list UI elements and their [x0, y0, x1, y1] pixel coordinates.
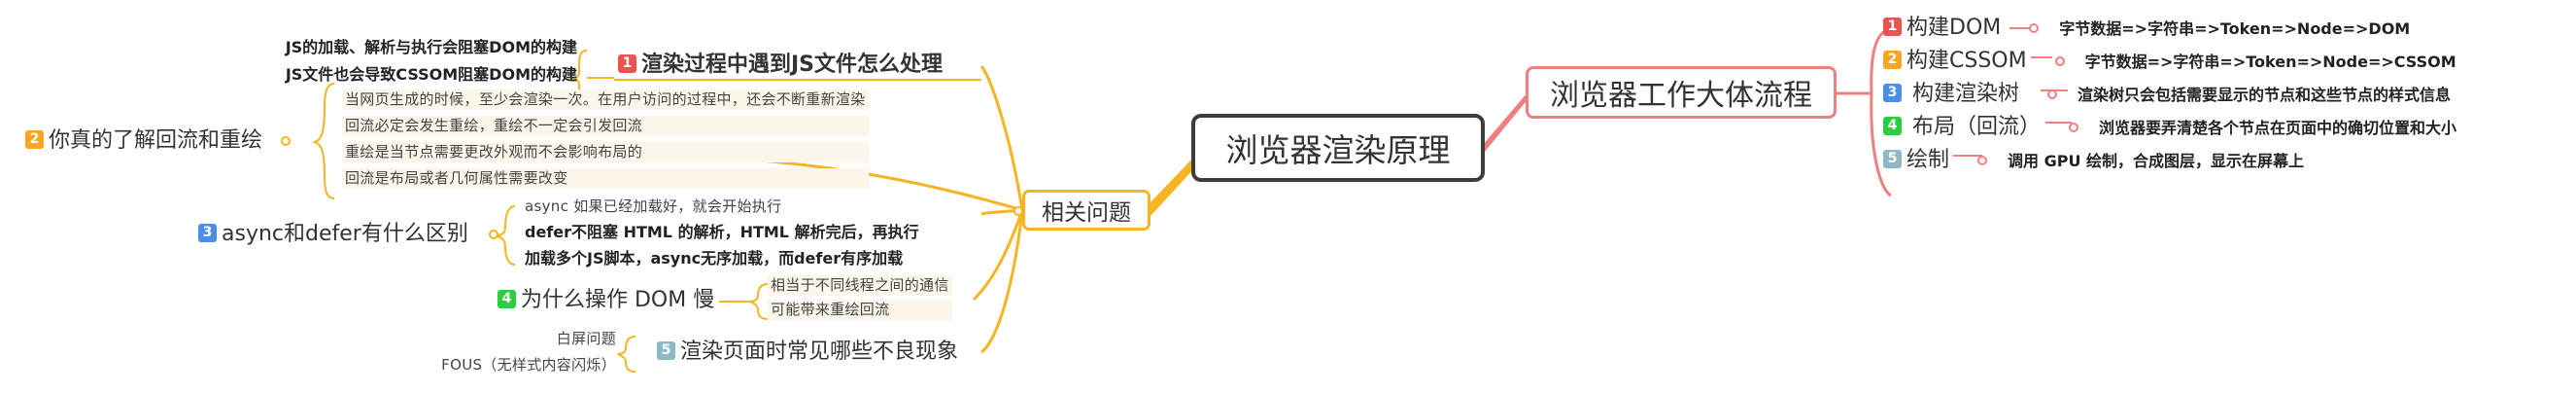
flow-step-label: 绘制 [1906, 148, 1950, 172]
q2-notes: 当网页生成的时候，至少会渲染一次。在用户访问的过程中，还会不断重新渲染 回流必定… [342, 89, 869, 189]
flow-step-desc: 调用 GPU 绘制，合成图层，显示在屏幕上 [2008, 152, 2305, 170]
link-knot-icon [488, 230, 498, 239]
q1-note: JS的加载、解析与执行会阻塞DOM的构建 [285, 38, 577, 56]
flow-step-desc: 渲染树只会包括需要显示的节点和这些节点的样式信息 [2078, 86, 2452, 104]
q4-topic[interactable]: 4 为什么操作 DOM 慢 [498, 285, 714, 316]
link-knot-icon [2047, 89, 2058, 99]
badge-2: 2 [25, 129, 44, 149]
q3-note: defer不阻塞 HTML 的解析，HTML 解析完后，再执行 [525, 223, 919, 241]
badge-3: 3 [198, 223, 217, 242]
q5-note: 白屏问题 [556, 330, 616, 347]
q2-label: 你真的了解回流和重绘 [49, 128, 263, 153]
flow-step-label: 布局（回流） [1912, 115, 2042, 139]
badge-5: 5 [657, 340, 675, 360]
q4-notes: 相当于不同线程之间的通信 可能带来重绘回流 [768, 275, 952, 320]
flow-step-label: 构建CSSOM [1906, 49, 2027, 73]
flow-step-4[interactable]: 4 布局（回流） 浏览器要弄清楚各个节点在页面中的确切位置和大小 [1883, 113, 2456, 142]
badge-1: 1 [618, 54, 636, 73]
q3-label: async和defer有什么区别 [222, 222, 468, 246]
connector-root-flow [1482, 92, 1529, 152]
link-knot-icon [2054, 56, 2065, 66]
q5-label: 渲染页面时常见哪些不良现象 [680, 339, 959, 364]
flow-step-label: 构建渲染树 [1912, 82, 2020, 106]
q2-note: 重绘是当节点需要更改外观而不会影响布局的 [342, 142, 869, 162]
q4-note: 相当于不同线程之间的通信 [768, 275, 952, 296]
related-label: 相关问题 [1042, 200, 1131, 226]
q2-note: 当网页生成的时候，至少会渲染一次。在用户访问的过程中，还会不断重新渲染 [342, 89, 869, 110]
link-knot-icon [2069, 123, 2079, 132]
q5-note: FOUS（无样式内容闪烁） [441, 356, 616, 374]
q3-notes: async 如果已经加载好，就会开始执行 defer不阻塞 HTML 的解析，H… [525, 196, 919, 269]
flow-node[interactable]: 浏览器工作大体流程 [1526, 66, 1837, 119]
q1-notes: JS的加载、解析与执行会阻塞DOM的构建 JS文件也会导致CSSOM阻塞DOM的… [229, 37, 577, 86]
badge-4: 4 [1883, 116, 1902, 135]
flow-step-3[interactable]: 3 构建渲染树 渲染树只会包括需要显示的节点和这些节点的样式信息 [1883, 80, 2456, 109]
q3-note: 加载多个JS脚本，async无序加载，而defer有序加载 [525, 249, 904, 268]
connector-root-related [1149, 156, 1197, 216]
flow-step-desc: 字节数据=>字符串=>Token=>Node=>DOM [2059, 19, 2411, 38]
badge-3: 3 [1883, 83, 1902, 102]
flow-step-desc: 字节数据=>字符串=>Token=>Node=>CSSOM [2084, 53, 2456, 71]
q1-label: 渲染过程中遇到JS文件怎么处理 [641, 53, 944, 77]
root-label: 浏览器渲染原理 [1225, 131, 1451, 169]
q1-topic[interactable]: 1 渲染过程中遇到JS文件怎么处理 [618, 50, 943, 81]
link-knot-icon [281, 136, 292, 146]
link-knot-icon [1977, 156, 1988, 165]
flow-step-label: 构建DOM [1906, 16, 2002, 40]
badge-2: 2 [1883, 50, 1902, 69]
flow-label: 浏览器工作大体流程 [1550, 79, 1812, 113]
link-knot-icon [1013, 206, 1023, 216]
related-node[interactable]: 相关问题 [1013, 190, 1151, 231]
q3-note: async 如果已经加载好，就会开始执行 [525, 197, 782, 215]
q1-note: JS文件也会导致CSSOM阻塞DOM的构建 [285, 65, 577, 84]
q4-note: 可能带来重绘回流 [768, 300, 952, 320]
badge-1: 1 [1883, 17, 1902, 36]
link-knot-icon [2029, 23, 2040, 33]
q4-label: 为什么操作 DOM 慢 [521, 288, 715, 312]
q3-topic[interactable]: 3 async和defer有什么区别 [198, 219, 498, 250]
root-node[interactable]: 浏览器渲染原理 [1191, 114, 1485, 182]
flow-step-desc: 浏览器要弄清楚各个节点在页面中的确切位置和大小 [2099, 119, 2457, 137]
q2-note: 回流必定会发生重绘，重绘不一定会引发回流 [342, 116, 869, 136]
q5-notes: 白屏问题 FOUS（无样式内容闪烁） [404, 329, 616, 375]
q2-note: 回流是布局或者几何属性需要改变 [342, 168, 869, 189]
badge-5: 5 [1883, 149, 1902, 168]
badge-4: 4 [498, 289, 516, 308]
